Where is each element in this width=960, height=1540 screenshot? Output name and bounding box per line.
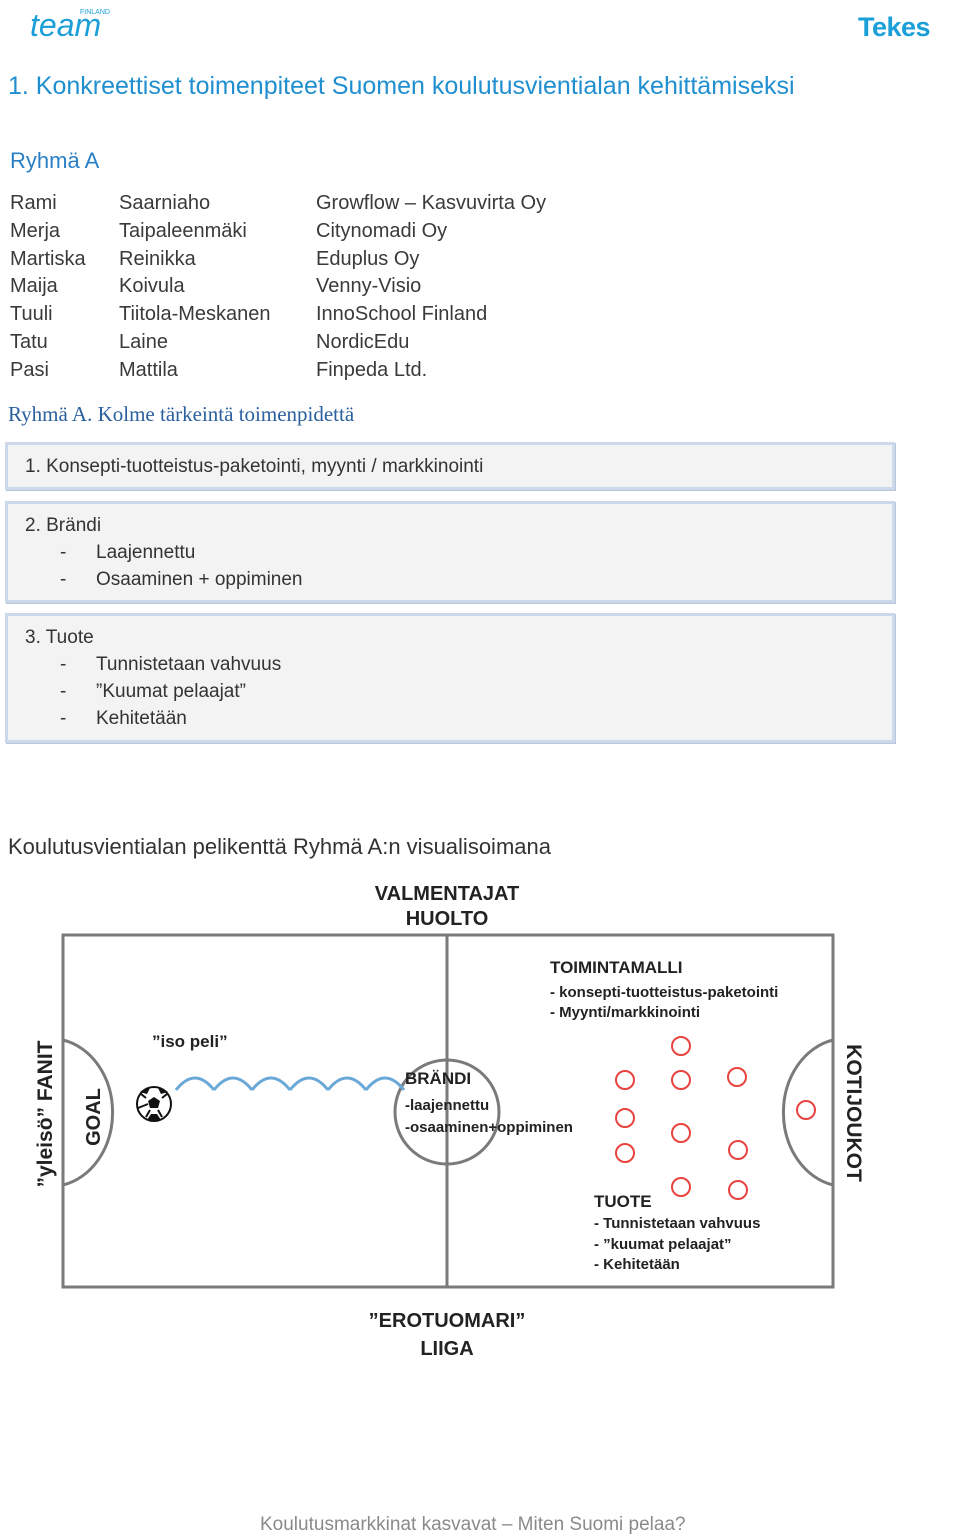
tekes-logo: Tekes xyxy=(858,12,931,42)
chain-loops xyxy=(174,1076,406,1091)
member-last-name: Koivula xyxy=(119,275,185,298)
member-last-name: Tiitola-Meskanen xyxy=(119,303,271,326)
field-heading: Koulutusvientialan pelikenttä Ryhmä A:n … xyxy=(8,834,551,859)
bottom-label-line: LIIGA xyxy=(420,1338,473,1360)
player-marker xyxy=(796,1100,816,1120)
brandi-item: -osaaminen+oppiminen xyxy=(405,1119,573,1136)
brandi-item: -laajennettu xyxy=(405,1097,489,1114)
player-marker xyxy=(615,1108,635,1128)
member-organization: Growflow – Kasvuvirta Oy xyxy=(316,192,547,214)
playing-field-diagram: VALMENTAJAT HUOLTO ”EROTUOMARI” LIIGA ”y… xyxy=(34,883,865,1360)
priorities-heading: Ryhmä A. Kolme tärkeintä toimenpidettä xyxy=(8,402,355,426)
page-title: 1. Konkreettiset toimenpiteet Suomen kou… xyxy=(8,72,795,100)
priority-box-2: 2. Brändi - Laajennettu - Osaaminen + op… xyxy=(5,501,895,603)
toimintamalli-title: TOIMINTAMALLI xyxy=(550,958,683,977)
chain-loop xyxy=(212,1076,254,1091)
priority-subitem: Kehitetään xyxy=(96,708,187,729)
player-marker xyxy=(615,1070,635,1090)
member-first-name: Merja xyxy=(10,219,61,242)
priority-subitem: Laajennettu xyxy=(96,542,196,563)
member-organization: InnoSchool Finland xyxy=(316,303,488,326)
player-marker xyxy=(727,1067,747,1087)
team-logo-wordmark: team xyxy=(30,7,101,43)
tuote-item: - ”kuumat pelaajat” xyxy=(594,1236,732,1253)
goal-label: GOAL xyxy=(83,1088,105,1146)
tuote-title: TUOTE xyxy=(594,1192,652,1211)
tuote-item: - Kehitetään xyxy=(594,1256,680,1273)
group-heading: Ryhmä A xyxy=(10,148,100,173)
player-markers xyxy=(615,1036,816,1200)
member-organization: Finpeda Ltd. xyxy=(316,358,428,381)
member-first-name: Tuuli xyxy=(10,303,53,326)
center-circle xyxy=(393,1058,501,1166)
bottom-label-line: ”EROTUOMARI” xyxy=(369,1310,526,1332)
priority-title: 1. Konsepti-tuotteistus-paketointi, myyn… xyxy=(25,456,484,477)
bullet-dash: - xyxy=(60,654,67,675)
member-last-name: Reinikka xyxy=(119,247,196,270)
bullet-dash: - xyxy=(60,542,67,563)
member-last-name: Saarniaho xyxy=(119,192,211,214)
member-organization: NordicEdu xyxy=(316,330,410,353)
priority-box-1: 1. Konsepti-tuotteistus-paketointi, myyn… xyxy=(5,442,895,490)
member-first-name: Maija xyxy=(10,275,58,298)
member-last-name: Taipaleenmäki xyxy=(119,219,247,242)
priority-subitem: ”Kuumat pelaajat” xyxy=(96,681,246,702)
right-goal-arc xyxy=(781,1038,834,1187)
top-label-line: HUOLTO xyxy=(406,908,489,930)
bullet-dash: - xyxy=(60,681,67,702)
priority-title: 2. Brändi xyxy=(25,515,102,536)
home-team-label: KOTIJOUKOT xyxy=(842,1044,865,1182)
soccer-ball-icon xyxy=(136,1086,172,1122)
chain-loop xyxy=(250,1076,292,1091)
toimintamalli-item: - Myynti/markkinointi xyxy=(550,1004,700,1021)
team-finland-logo: team FINLAND xyxy=(28,4,118,44)
tuote-item: - Tunnistetaan vahvuus xyxy=(594,1215,760,1232)
member-organization: Venny-Visio xyxy=(316,275,422,298)
fans-label: ”yleisö” FANIT xyxy=(34,1040,57,1187)
member-organization: Eduplus Oy xyxy=(316,247,420,270)
priority-box-3: 3. Tuote - Tunnistetaan vahvuus - ”Kuuma… xyxy=(5,613,895,743)
left-goal-arc xyxy=(62,1038,115,1187)
team-logo-caption: FINLAND xyxy=(80,9,110,16)
priority-subitem: Osaaminen + oppiminen xyxy=(96,569,303,590)
member-last-name: Mattila xyxy=(119,358,178,381)
footer-text: Koulutusmarkkinat kasvavat – Miten Suomi… xyxy=(260,1514,686,1535)
player-marker xyxy=(671,1177,691,1197)
member-last-name: Laine xyxy=(119,330,168,353)
chain-loop xyxy=(174,1076,216,1091)
player-marker xyxy=(615,1143,635,1163)
iso-peli-label: ”iso peli” xyxy=(152,1032,228,1051)
member-first-name: Tatu xyxy=(10,330,48,353)
chain-loop xyxy=(326,1076,368,1091)
player-marker xyxy=(671,1070,691,1090)
member-first-name: Pasi xyxy=(10,358,49,381)
priority-title: 3. Tuote xyxy=(25,627,94,648)
member-first-name: Martiska xyxy=(10,247,86,270)
player-marker xyxy=(728,1140,748,1160)
chain-loop xyxy=(288,1076,330,1091)
player-marker xyxy=(671,1123,691,1143)
chain-loop xyxy=(364,1076,406,1091)
bullet-dash: - xyxy=(60,569,67,590)
player-marker xyxy=(728,1180,748,1200)
priority-subitem: Tunnistetaan vahvuus xyxy=(96,654,282,675)
bullet-dash: - xyxy=(60,708,67,729)
member-first-name: Rami xyxy=(10,192,57,214)
member-organization: Citynomadi Oy xyxy=(316,219,448,242)
brandi-title: BRÄNDI xyxy=(405,1069,471,1088)
toimintamalli-item: - konsepti-tuotteistus-paketointi xyxy=(550,984,778,1001)
top-label-line: VALMENTAJAT xyxy=(375,883,519,905)
player-marker xyxy=(671,1036,691,1056)
